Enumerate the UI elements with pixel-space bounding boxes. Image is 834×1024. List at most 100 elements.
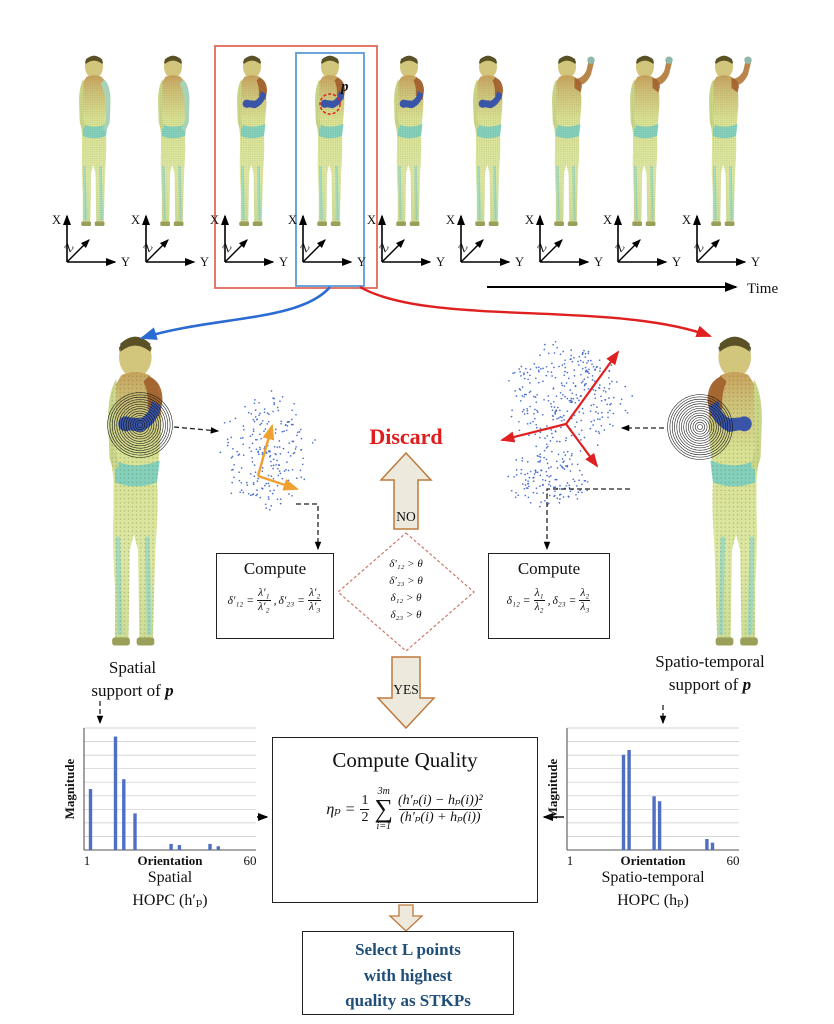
spatial-support-rings	[107, 392, 173, 458]
formula-lhs: δ₁₂ =	[506, 594, 531, 607]
no-label: NO	[396, 509, 416, 524]
x-axis-label: Orientation	[621, 853, 687, 868]
sum-lower: i=1	[376, 820, 391, 832]
point-p-circle	[319, 93, 341, 115]
axis-x-label: X	[446, 213, 455, 227]
frame-sequence	[79, 56, 752, 226]
spatial-support-caption: Spatial support of p	[50, 657, 215, 703]
axis-y-label: Y	[594, 255, 603, 269]
formula-sep: ,	[547, 594, 551, 607]
x-tick-max: 60	[244, 853, 257, 868]
caption-line2: HOPC (hₚ)	[617, 892, 689, 910]
pointcloud-person	[158, 56, 190, 226]
hopc-bar	[705, 839, 709, 850]
fraction-den: λ′₃	[307, 600, 322, 614]
discard-label: Discard	[369, 424, 443, 449]
caption-line2: HOPC (h′ₚ)	[132, 892, 208, 910]
caption-line1: Spatial	[108, 658, 157, 677]
fraction-num: λ₁	[534, 587, 544, 599]
axis-y-label: Y	[751, 255, 760, 269]
final-line1: Select L points	[355, 940, 461, 959]
fraction-den: λ₃	[579, 600, 591, 614]
caption-line1: Spatio-temporal	[601, 869, 705, 886]
selection-rect-red	[214, 45, 378, 289]
selection-rect-blue	[295, 52, 365, 287]
spatial-hopc-caption: Spatial HOPC (h′ₚ)	[84, 866, 256, 912]
compute-title: Compute	[243, 559, 307, 578]
hopc-bar	[216, 846, 220, 850]
quality-lhs: ηₚ =	[326, 801, 356, 819]
y-axis-label: Magnitude	[545, 758, 560, 819]
hopc-bar	[652, 796, 656, 850]
x-tick-min: 1	[567, 853, 574, 868]
main-fraction: (h′ₚ(i) − hₚ(i))²(h′ₚ(i) + hₚ(i))	[398, 793, 483, 826]
axis-x-label: X	[288, 213, 297, 227]
pointcloud-person	[473, 56, 503, 226]
point-p-label: p	[339, 79, 349, 95]
hopc-bar	[657, 801, 662, 850]
fraction-den: λ₂	[533, 600, 545, 614]
spatiotemporal-hopc-caption: Spatio-temporal HOPC (hₚ)	[558, 866, 748, 912]
main-den: (h′ₚ(i) + hₚ(i))	[399, 808, 482, 825]
axis-z-label: Z	[219, 240, 235, 254]
quality-to-select-arrow	[388, 904, 424, 932]
hopc-bar	[621, 754, 626, 850]
dashed-connectors	[96, 424, 667, 725]
pointcloud-person	[709, 56, 752, 226]
axis-y-label: Y	[121, 255, 130, 269]
axis-y-label: Y	[279, 255, 288, 269]
hopc-bar	[177, 845, 182, 850]
fraction-num: λ₂	[580, 587, 590, 599]
fraction-den: λ′₂	[257, 600, 271, 614]
sum-upper: 3m	[377, 786, 390, 797]
formula-lhs: δ′₁₂ =	[227, 594, 255, 607]
spatiotemporal-support-caption: Spatio-temporal support of p	[620, 651, 800, 697]
axis-y-label: Y	[515, 255, 524, 269]
axis-x-label: X	[210, 213, 219, 227]
final-line3: quality as STKPs	[345, 991, 471, 1010]
hopc-bar	[208, 843, 212, 850]
dashed-arrow-left-support-to-patch	[173, 426, 220, 434]
pointcloud-person	[394, 56, 424, 226]
decision-diamond	[337, 532, 475, 652]
quality-title: Compute Quality	[332, 748, 478, 772]
coef-num: 1	[361, 792, 369, 808]
spatiotemporal-support-rings	[667, 394, 733, 460]
fraction-num: λ′₂	[308, 587, 321, 599]
dashed-elbow-left-to-compute	[296, 503, 322, 551]
axis-x-label: X	[525, 213, 534, 227]
caption-line1: Spatial	[147, 869, 193, 886]
axis-z-label: Z	[297, 240, 313, 254]
spatiotemporal-support-figure	[708, 337, 762, 646]
axis-z-label: Z	[376, 240, 392, 254]
axis-x-label: X	[682, 213, 691, 227]
axis-z-label: Z	[140, 240, 156, 254]
condition-4: δ₂₃ > θ	[390, 609, 422, 622]
spatial-principal-axes	[256, 423, 300, 491]
red-frame-arrow	[359, 285, 713, 338]
time-label: Time	[747, 281, 778, 297]
x-tick-max: 60	[727, 853, 740, 868]
no-block-arrow	[379, 451, 433, 530]
formula-sep: ,	[273, 594, 277, 607]
axis-y-label: Y	[200, 255, 209, 269]
condition-2: δ′₂₃ > θ	[389, 575, 423, 588]
axis-z-label: Z	[534, 240, 550, 254]
final-line2: with highest	[363, 965, 453, 985]
axis-z-label: Z	[61, 240, 77, 254]
caption-line2: support of p	[91, 680, 174, 700]
axis-y-label: Y	[672, 255, 681, 269]
formula-lhs: δ′₂₃ =	[278, 594, 305, 607]
hopc-bar	[710, 842, 715, 850]
pointcloud-person	[630, 56, 673, 226]
